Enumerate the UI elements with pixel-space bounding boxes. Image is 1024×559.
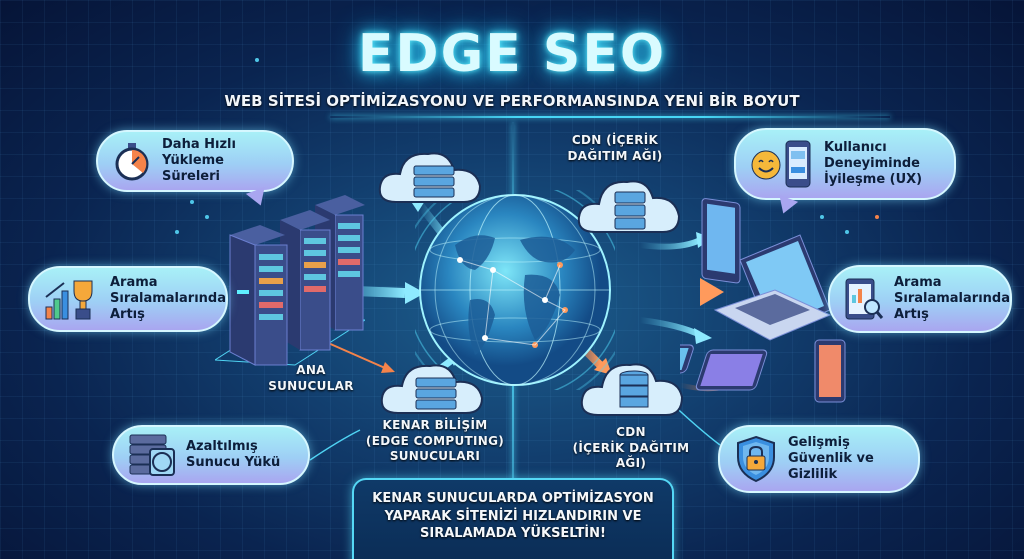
benefit-ranking-left: Arama Sıralamalarında Artış [28,266,228,332]
decor-dot [820,215,824,219]
cdn-bottom-label: CDN (İÇERİK DAĞITIM AĞI) [572,425,690,471]
call-to-action-box: KENAR SUNUCULARDA OPTİMİZASYON YAPARAK S… [352,478,674,559]
decor-dot [175,230,179,234]
decor-dot [190,200,194,204]
cdn-cloud-bottom [580,363,684,416]
page-subtitle: WEB SİTESİ OPTİMİZASYONU VE PERFORMANSIN… [224,92,800,110]
globe-illustration [415,190,615,390]
trophy-chart-icon [44,277,100,321]
subtitle-underline [330,116,890,118]
shield-lock-icon [734,435,778,483]
stopwatch-icon [112,141,152,181]
cdn-cloud-top [577,180,681,233]
server-fan-icon [128,433,176,477]
benefit-ux: Kullanıcı Deneyiminde İyileşme (UX) [734,128,956,217]
decor-dot [205,215,209,219]
tablet-search-icon [844,277,884,321]
edge-cloud-bottom [380,364,484,414]
edge-cloud-top [378,152,482,203]
benefit-ranking-right: Arama Sıralamalarında Artış [828,265,1012,333]
edge-servers-label: KENAR BİLİŞİM (EDGE COMPUTING) SUNUCULAR… [365,418,505,464]
decor-dot [875,215,879,219]
cdn-top-label: CDN (İÇERİK DAĞITIM AĞI) [567,133,663,163]
main-servers-illustration [215,195,365,366]
smiley-phone-icon [750,139,814,189]
benefit-reduced-load: Azaltılmış Sunucu Yükü [112,425,310,485]
benefit-faster-load: Daha Hızlı Yükleme Süreleri [96,130,294,209]
page-title: EDGE SEO [357,24,667,84]
main-servers-label: ANA SUNUCULAR [268,363,354,393]
decor-dot [255,58,259,62]
devices-illustration [680,198,846,403]
decor-dot [845,230,849,234]
benefit-security: Gelişmiş Güvenlik ve Gizlilik [718,425,920,493]
